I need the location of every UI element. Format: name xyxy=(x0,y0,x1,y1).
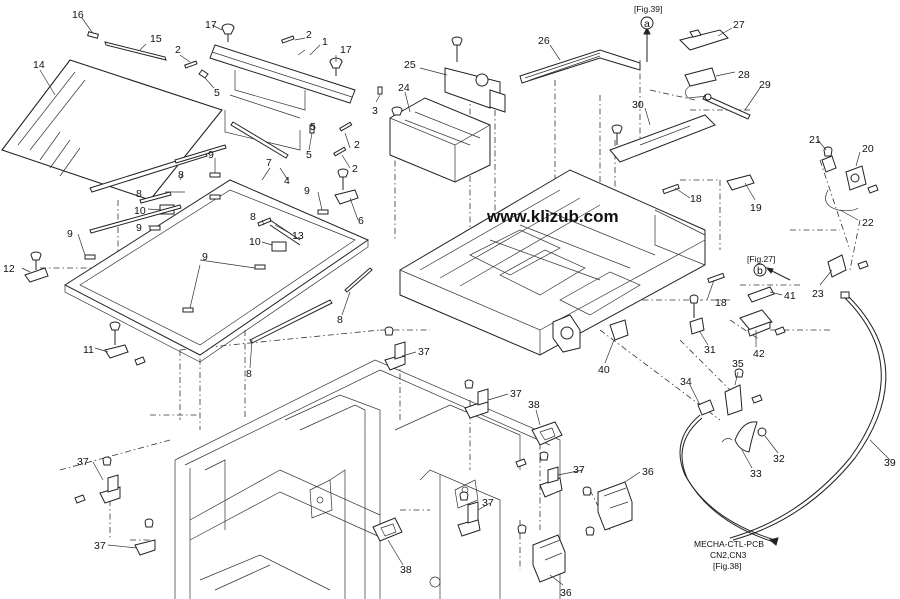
callout-38: 38 xyxy=(400,564,412,576)
callout-35: 35 xyxy=(732,358,744,370)
glass-strip xyxy=(104,41,167,61)
callout-42: 42 xyxy=(753,348,765,360)
callout-36: 36 xyxy=(560,587,572,599)
callout-3: 3 xyxy=(372,105,378,117)
callout-2: 2 xyxy=(354,139,360,151)
callout-1: 1 xyxy=(322,36,328,48)
fig38-reference: [Fig.38] xyxy=(713,561,741,571)
callout-37: 37 xyxy=(573,464,585,476)
callout-9: 9 xyxy=(208,149,214,161)
reference-marker-a xyxy=(640,16,654,30)
callout-39: 39 xyxy=(884,457,896,469)
callout-8: 8 xyxy=(337,314,343,326)
leader-lines xyxy=(21,17,891,586)
callout-15: 15 xyxy=(150,33,162,45)
callout-9: 9 xyxy=(304,185,310,197)
callout-19: 19 xyxy=(750,202,762,214)
watermark-text: www.klizub.com xyxy=(486,207,619,226)
callout-27: 27 xyxy=(733,19,745,31)
callout-24: 24 xyxy=(398,82,410,94)
scanner-module xyxy=(389,97,491,183)
callout-9: 9 xyxy=(136,222,142,234)
callout-23: 23 xyxy=(812,288,824,300)
callout-5: 5 xyxy=(306,149,312,161)
callout-5: 5 xyxy=(214,87,220,99)
callout-14: 14 xyxy=(33,59,45,71)
marker-b-label: b xyxy=(757,265,763,277)
main-body-frame xyxy=(174,359,561,599)
callout-2: 2 xyxy=(175,44,181,56)
callout-18: 18 xyxy=(690,193,702,205)
callout-40: 40 xyxy=(598,364,610,376)
callout-37: 37 xyxy=(77,456,89,468)
callout-21: 21 xyxy=(809,134,821,146)
callout-18: 18 xyxy=(715,297,727,309)
callout-8: 8 xyxy=(250,211,256,223)
callout-37: 37 xyxy=(482,497,494,509)
callout-10: 10 xyxy=(134,205,146,217)
callout-numbers: 1615141721251753252242526272829308974810… xyxy=(3,9,896,599)
fig39-reference: [Fig.39] xyxy=(634,4,662,14)
callout-2: 2 xyxy=(306,29,312,41)
scanner-body xyxy=(399,169,706,356)
connector-label-line2: CN2,CN3 xyxy=(710,550,747,560)
callout-26: 26 xyxy=(538,35,550,47)
callout-41: 41 xyxy=(784,290,796,302)
callout-16: 16 xyxy=(72,9,84,21)
scanner-units xyxy=(389,26,751,183)
callout-37: 37 xyxy=(418,346,430,358)
callout-13: 13 xyxy=(292,230,304,242)
callout-9: 9 xyxy=(67,228,73,240)
callout-22: 22 xyxy=(862,217,874,229)
callout-17: 17 xyxy=(205,19,217,31)
callout-5: 5 xyxy=(310,121,316,133)
platen-glass xyxy=(1,59,223,201)
callout-32: 32 xyxy=(773,453,785,465)
scanner-base-frame xyxy=(24,168,373,366)
callout-8: 8 xyxy=(136,188,142,200)
callout-38: 38 xyxy=(528,399,540,411)
callout-8: 8 xyxy=(178,169,184,181)
callout-2: 2 xyxy=(352,163,358,175)
callout-7: 7 xyxy=(266,157,272,169)
callout-4: 4 xyxy=(284,175,290,187)
callout-30: 30 xyxy=(632,99,644,111)
callout-12: 12 xyxy=(3,263,15,275)
callout-28: 28 xyxy=(738,69,750,81)
marker-a-label: a xyxy=(644,18,650,30)
connector-label-line1: MECHA-CTL-PCB xyxy=(694,539,764,549)
callout-25: 25 xyxy=(404,59,416,71)
callout-34: 34 xyxy=(680,376,692,388)
lower-brackets xyxy=(74,326,633,583)
callout-8: 8 xyxy=(246,368,252,380)
right-side-parts xyxy=(609,146,887,546)
reference-marker-b xyxy=(753,263,767,277)
callout-20: 20 xyxy=(862,143,874,155)
callout-11: 11 xyxy=(83,344,94,356)
cover-frame xyxy=(209,44,356,104)
callout-31: 31 xyxy=(704,344,716,356)
callout-29: 29 xyxy=(759,79,771,91)
callout-37: 37 xyxy=(510,388,522,400)
fig27-reference: [Fig.27] xyxy=(747,254,775,264)
callout-6: 6 xyxy=(358,215,364,227)
callout-36: 36 xyxy=(642,466,654,478)
callout-9: 9 xyxy=(202,251,208,263)
callout-17: 17 xyxy=(340,44,352,56)
document-glass-assembly xyxy=(1,31,227,201)
callout-37: 37 xyxy=(94,540,106,552)
callout-33: 33 xyxy=(750,468,762,480)
callout-10: 10 xyxy=(249,236,261,248)
top-frame-assembly xyxy=(184,23,383,159)
